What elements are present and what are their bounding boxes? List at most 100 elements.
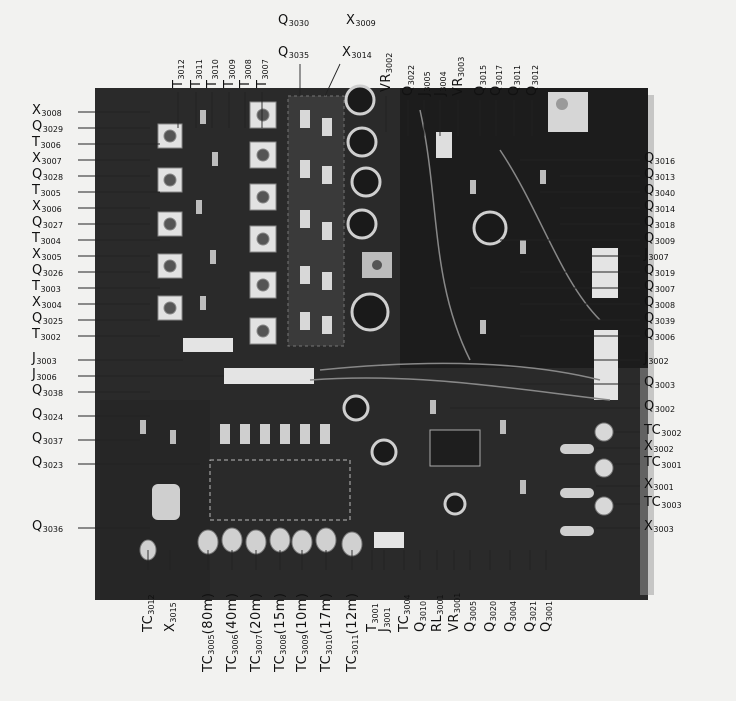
label-prefix: Q <box>644 399 655 414</box>
label-prefix: Q <box>32 215 43 230</box>
label-j3007: J3007 <box>644 248 669 265</box>
label-t3002: T3002 <box>32 328 61 345</box>
label-prefix: T <box>222 79 237 88</box>
label-x3007: X3007 <box>32 152 62 169</box>
label-prefix: Q <box>644 279 655 294</box>
label-prefix: TC <box>201 654 216 672</box>
label-number: 3001 <box>383 607 392 628</box>
label-tc3008: TC3008(15m) <box>273 593 291 672</box>
label-tc3001: TC3001 <box>644 456 682 473</box>
label-number: 3002 <box>648 357 669 366</box>
label-t3010: T3010 <box>205 59 223 88</box>
label-prefix: Q <box>32 455 43 470</box>
label-prefix: Q <box>489 85 504 96</box>
label-tc3005: TC3005(80m) <box>201 593 219 672</box>
crystals-right <box>560 444 594 536</box>
label-number: 3002 <box>40 333 61 342</box>
label-prefix: X <box>32 103 42 118</box>
label-number: 3001 <box>661 461 682 470</box>
label-prefix: X <box>32 199 42 214</box>
label-prefix: Q <box>644 327 655 342</box>
label-number: 3008 <box>244 59 253 80</box>
label-number: 3039 <box>654 317 676 326</box>
label-q3037: Q3037 <box>32 432 63 449</box>
label-number: 3016 <box>654 157 676 166</box>
label-prefix: T <box>32 279 41 294</box>
coil-cans-center <box>249 101 277 345</box>
label-number: 3006 <box>231 634 240 655</box>
label-j3006: J3006 <box>32 368 57 385</box>
label-prefix: TC <box>644 495 662 510</box>
label-prefix: X <box>163 622 178 632</box>
label-number: 3024 <box>42 413 64 422</box>
label-prefix: J <box>32 367 37 382</box>
label-number: 3001 <box>653 483 674 492</box>
label-number: 3002 <box>653 445 674 454</box>
label-q3026: Q3026 <box>32 264 63 281</box>
label-q3001: Q3001 <box>539 600 557 632</box>
label-t3006: T3006 <box>32 136 61 153</box>
label-prefix: T <box>32 183 41 198</box>
label-q3002: Q3002 <box>644 400 675 417</box>
label-suffix: (40m) <box>225 592 240 635</box>
label-number: 3001 <box>545 600 554 622</box>
label-q3010: Q3010 <box>413 601 431 632</box>
label-number: 3006 <box>654 333 676 342</box>
label-q3009: Q3009 <box>644 232 675 249</box>
label-prefix: T <box>32 231 41 246</box>
label-number: 3011 <box>351 634 360 655</box>
label-q3005: Q3005 <box>463 600 481 632</box>
label-prefix: Q <box>401 85 416 96</box>
connector-top <box>436 132 452 158</box>
label-number: 3005 <box>469 600 478 622</box>
label-q3039: Q3039 <box>644 312 675 329</box>
label-number: 3004 <box>439 71 448 92</box>
label-number: 3025 <box>42 317 64 326</box>
label-q3028: Q3028 <box>32 168 63 185</box>
label-number: 3027 <box>42 221 64 230</box>
label-number: 3004 <box>40 237 61 246</box>
label-number: 3007 <box>648 253 669 262</box>
label-prefix: TC <box>225 654 240 672</box>
label-number: 3009 <box>228 59 237 80</box>
label-tc3006: TC3006(40m) <box>225 592 243 672</box>
label-prefix: T <box>238 79 253 88</box>
label-prefix: Q <box>32 519 43 534</box>
label-q3011: Q3011 <box>507 64 525 96</box>
label-q3012: Q3012 <box>525 65 543 96</box>
label-prefix: X <box>32 295 42 310</box>
label-prefix: TC <box>397 614 412 632</box>
label-number: 3038 <box>42 389 64 398</box>
label-q3004: Q3004 <box>503 600 521 632</box>
label-number: 3004 <box>509 600 518 622</box>
label-t3004: T3004 <box>32 232 61 249</box>
label-prefix: VR <box>451 77 466 96</box>
label-prefix: X <box>342 45 352 60</box>
label-number: 3008 <box>654 301 676 310</box>
label-number: 3017 <box>495 64 504 86</box>
label-prefix: T <box>189 79 204 88</box>
label-number: 3030 <box>288 19 310 28</box>
label-t3008: T3008 <box>238 59 256 88</box>
label-q3016: Q3016 <box>644 152 675 169</box>
label-vr3003: VR3003 <box>451 57 469 96</box>
label-tc3009: TC3009(10m) <box>295 593 313 672</box>
label-number: 3006 <box>40 141 61 150</box>
label-number: 3004 <box>41 301 62 310</box>
label-prefix: Q <box>503 621 518 632</box>
label-t3003: T3003 <box>32 280 61 297</box>
label-prefix: Q <box>32 311 43 326</box>
trimmer-capacitors-bottom <box>139 527 363 561</box>
label-number: 3006 <box>41 205 62 214</box>
label-j3004: J3004 <box>433 71 451 96</box>
label-number: 3011 <box>513 64 522 86</box>
label-prefix: Q <box>463 621 478 632</box>
label-number: 3014 <box>654 205 676 214</box>
label-prefix: Q <box>539 621 554 632</box>
label-prefix: Q <box>483 621 498 632</box>
label-prefix: T <box>32 135 41 150</box>
label-prefix: Q <box>644 375 655 390</box>
label-number: 3007 <box>654 285 676 294</box>
